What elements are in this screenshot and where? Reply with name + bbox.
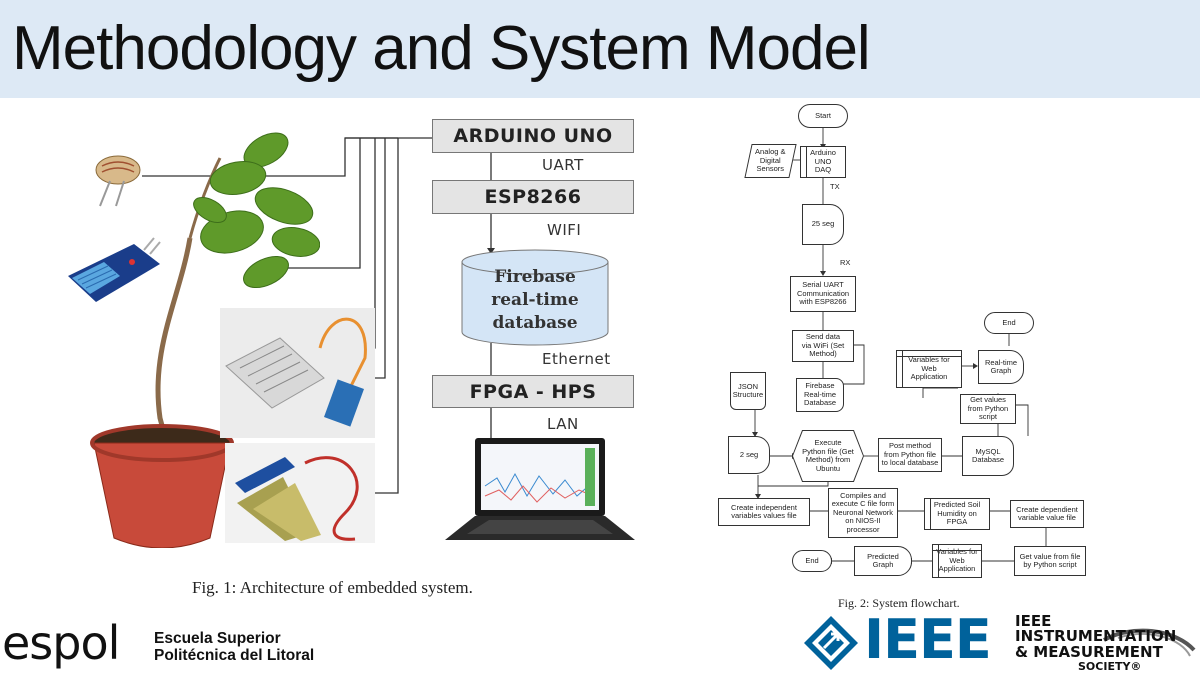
flow-rx-label: RX: [840, 258, 851, 267]
espol-name-line2: Politécnica del Litoral: [154, 647, 315, 664]
flow-create-independent: Create independent variables values file: [718, 498, 810, 526]
flow-mysql-db: MySQL Database: [962, 436, 1014, 476]
flow-serial-uart: Serial UART Communication with ESP8266: [790, 276, 856, 312]
ims-line4: SOCIETY®: [1078, 660, 1142, 673]
potted-plant-image: [90, 132, 320, 548]
flow-create-dependent: Create dependient variable value file: [1010, 500, 1084, 528]
ims-line1: IEEE: [1015, 612, 1052, 630]
flow-delay-2: 2 seg: [728, 436, 770, 474]
flow-send-data: Send data via WiFi (Set Method): [792, 330, 854, 362]
espol-logo: espol: [2, 616, 120, 670]
flow-compile-c: Compiles and execute C file form Neurona…: [828, 488, 898, 538]
system-flowchart: Start Analog & Digital Sensors Arduino U…: [718, 100, 1198, 620]
dht-sensor-image: [68, 237, 161, 302]
flow-firebase-db: Firebase Real-time Database: [796, 378, 844, 412]
flow-json-structure: JSON Structure: [730, 372, 766, 410]
flow-delay-25: 25 seg: [802, 204, 844, 245]
slide-title: Methodology and System Model: [12, 14, 871, 83]
soil-moisture-sensor-image: [225, 443, 375, 543]
flow-variables-web-top: Variables for Web Application: [896, 350, 962, 388]
ims-line3: & MEASUREMENT: [1015, 643, 1163, 661]
laptop-image: [445, 438, 635, 540]
flow-arduino-daq: Arduino UNO DAQ: [800, 146, 846, 178]
arduino-uno-block: ARDUINO UNO: [432, 119, 634, 153]
flow-predicted-soil: Predicted Soil Humidity on FPGA: [924, 498, 990, 530]
flow-predicted-graph: Predicted Graph: [854, 546, 912, 576]
wifi-link-label: WIFI: [547, 221, 582, 239]
espol-name-line1: Escuela Superior: [154, 630, 281, 647]
fig2-caption: Fig. 2: System flowchart.: [838, 596, 960, 610]
flow-execute-python: Execute Python file (Get Method) from Ub…: [792, 430, 864, 482]
firebase-database-cylinder: [461, 249, 609, 346]
title-bar: [0, 0, 1200, 98]
flow-get-value-file: Get value from file by Python script: [1014, 546, 1086, 576]
flow-end-bottom: End: [792, 550, 832, 572]
flow-tx-label: TX: [830, 182, 840, 191]
lan-link-label: LAN: [547, 415, 579, 433]
firebase-label: Firebase real-time database: [491, 267, 579, 333]
flow-realtime-graph: Real-time Graph: [978, 350, 1024, 384]
ims-arc-icon: [1103, 628, 1196, 657]
ieee-diamond-icon: [804, 616, 858, 670]
flow-start: Start: [798, 104, 848, 128]
flow-get-values-python: Get values from Python script: [960, 394, 1016, 424]
esp8266-block: ESP8266: [432, 180, 634, 214]
ethernet-link-label: Ethernet: [542, 350, 611, 368]
fpga-hps-block: FPGA - HPS: [432, 375, 634, 408]
ieee-wordmark: IEEE: [864, 608, 992, 671]
flow-end-top: End: [984, 312, 1034, 334]
rain-sensor-image: [220, 308, 375, 438]
flow-variables-web-bottom: Variables for Web Application: [932, 544, 982, 578]
flow-post-method: Post method from Python file to local da…: [878, 438, 942, 472]
ims-line2: INSTRUMENTATION: [1015, 627, 1177, 645]
architecture-diagram: ARDUINO UNO UART ESP8266 WIFI Firebase r…: [60, 108, 660, 608]
light-sensor-image: [95, 155, 141, 207]
flow-sensors-input: Analog & Digital Sensors: [744, 144, 797, 178]
uart-link-label: UART: [542, 156, 584, 174]
fig1-caption: Fig. 1: Architecture of embedded system.: [192, 578, 473, 597]
